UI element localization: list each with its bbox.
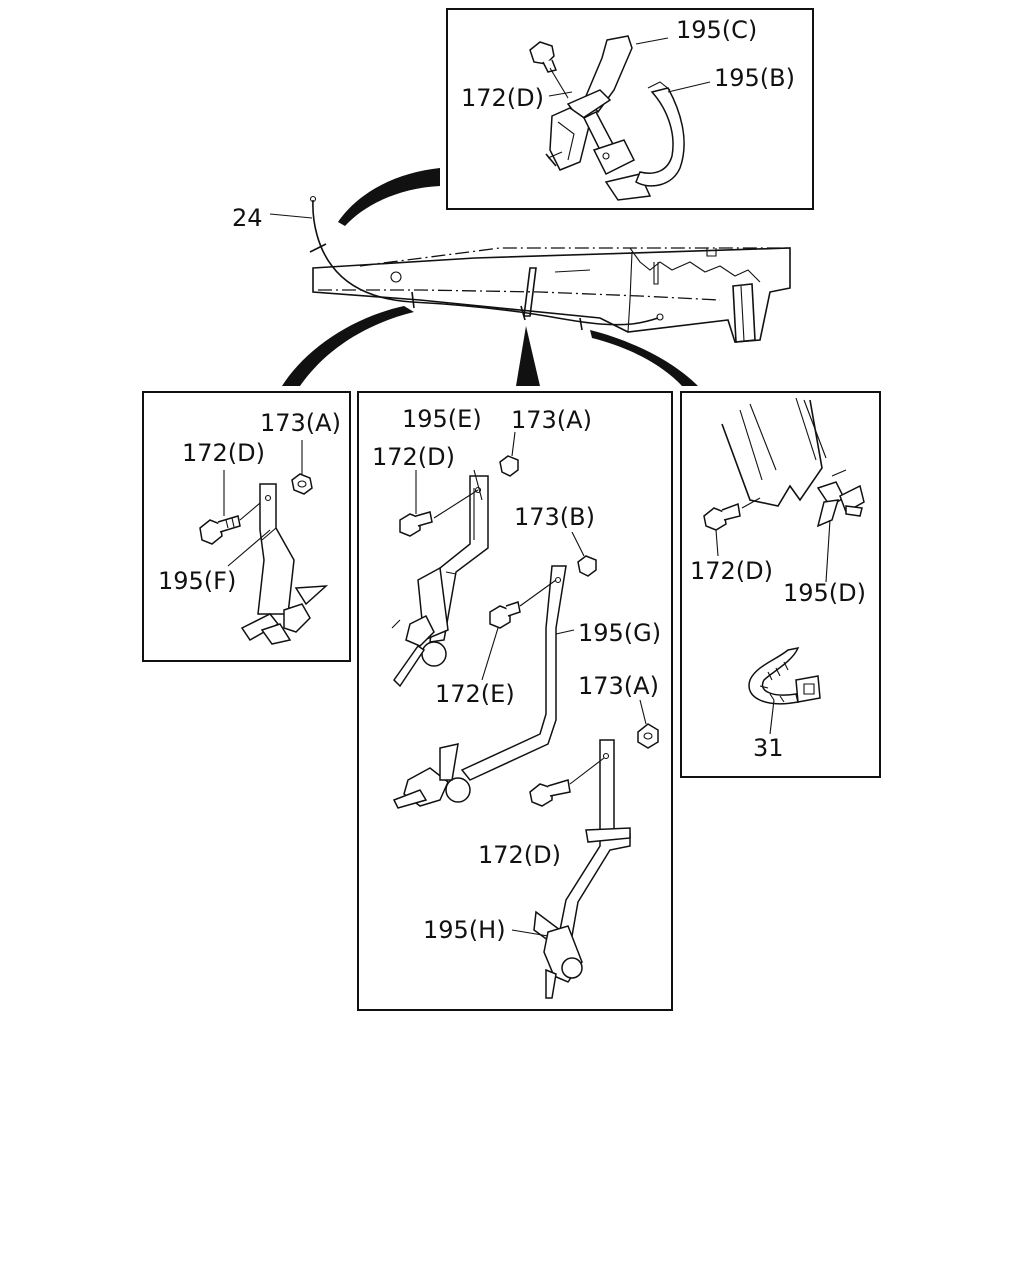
label-mid-bolt-d2: 172(D)	[478, 841, 561, 869]
parking-brake-cable	[309, 195, 664, 331]
bolt-icon	[703, 502, 741, 531]
label-left-bolt: 172(D)	[182, 439, 265, 467]
label-mid-nut-b: 173(B)	[514, 503, 595, 531]
label-right-bolt: 172(D)	[690, 557, 773, 585]
label-mid-nut-a1: 173(A)	[511, 406, 592, 434]
bolt-icon	[489, 601, 521, 629]
bolt-icon	[399, 511, 433, 537]
label-mid-bracket-h: 195(H)	[423, 916, 506, 944]
label-top-bracket-c: 195(C)	[676, 16, 757, 44]
detail-box-right	[680, 391, 881, 778]
label-right-clamp: 31	[753, 734, 784, 762]
label-top-bracket-b: 195(B)	[714, 64, 795, 92]
bolt-icon	[199, 515, 241, 545]
label-mid-bracket-e: 195(E)	[402, 405, 482, 433]
label-mid-nut-a2: 173(A)	[578, 672, 659, 700]
detail-box-left	[142, 391, 351, 662]
middle-detail-parts	[391, 431, 659, 999]
nut-icon	[637, 723, 659, 749]
label-top-bolt: 172(D)	[461, 84, 544, 112]
top-detail-parts	[529, 35, 711, 201]
label-mid-bracket-g: 195(G)	[578, 619, 661, 647]
bolt-icon	[529, 779, 571, 807]
label-left-bracket: 195(F)	[158, 567, 236, 595]
nut-icon	[577, 555, 597, 577]
right-detail-parts	[703, 397, 865, 735]
frame-rail-overview	[312, 247, 791, 343]
callout-arrow-middle	[516, 326, 540, 386]
label-main-cable: 24	[232, 204, 263, 232]
left-detail-parts	[199, 440, 329, 645]
detail-box-middle	[357, 391, 673, 1011]
nut-icon	[499, 455, 519, 477]
label-mid-bolt-e: 172(E)	[435, 680, 515, 708]
callout-arrow-left	[282, 306, 414, 386]
callout-arrow-right	[590, 330, 698, 386]
callout-labels: 24 172(D) 195(C) 195(B) 173(A) 172(D) 19…	[158, 16, 866, 944]
callout-arrow-top	[338, 168, 440, 226]
detail-box-top	[446, 8, 814, 210]
nut-icon	[291, 473, 313, 495]
label-left-nut: 173(A)	[260, 409, 341, 437]
cable-tie-clamp-icon	[748, 646, 821, 705]
label-mid-bolt-d1: 172(D)	[372, 443, 455, 471]
label-right-bracket-d: 195(D)	[783, 579, 866, 607]
